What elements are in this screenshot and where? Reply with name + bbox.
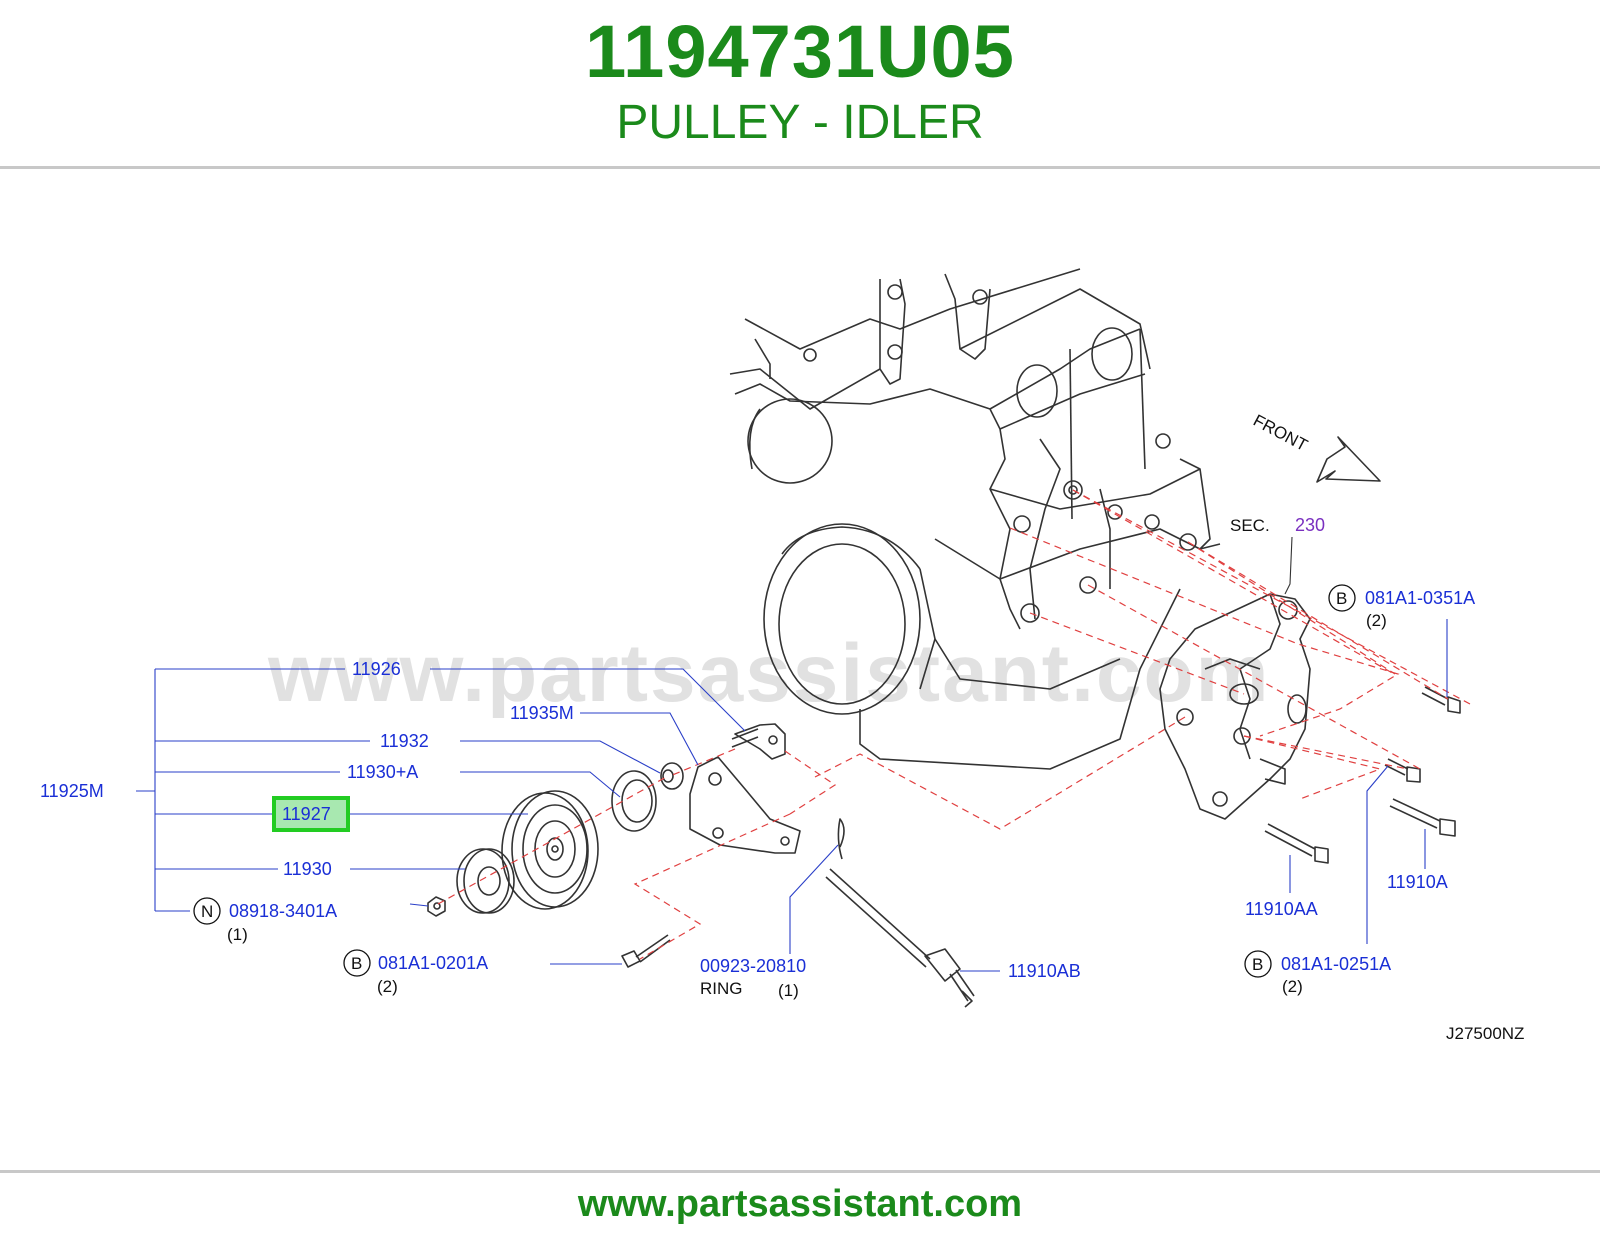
bolt-0351-quantity: (2)	[1366, 611, 1387, 630]
callout-labels: 11925M 11926 11935M 11932 11930+A 11927 …	[40, 584, 1524, 1043]
bracket-bolts-drawing	[1264, 686, 1461, 864]
leader-lines	[136, 619, 1448, 972]
highlight-box	[272, 796, 350, 832]
callout-11910ab[interactable]: 11910AB	[1008, 961, 1081, 981]
bolt-0351-marker-circle	[1328, 584, 1356, 612]
ring-quantity: (1)	[778, 981, 799, 1000]
alignment-dashes	[437, 489, 1471, 960]
bolt-0201-quantity: (2)	[377, 977, 398, 996]
part-number-title: 1194731U05	[585, 10, 1015, 93]
page-header: 1194731U05 PULLEY - IDLER	[0, 0, 1600, 168]
front-direction-indicator: FRONT	[1250, 411, 1381, 483]
callout-11932[interactable]: 11932	[380, 731, 429, 751]
callout-081a1-0251a[interactable]: 081A1-0251A	[1281, 954, 1391, 974]
bolt-0251-marker-circle	[1244, 950, 1272, 978]
nut-marker-circle	[193, 897, 221, 925]
callout-11910aa[interactable]: 11910AA	[1245, 899, 1318, 919]
callout-11935m[interactable]: 11935M	[510, 703, 574, 723]
part-name-subtitle: PULLEY - IDLER	[616, 96, 984, 149]
footer-site-link[interactable]: www.partsassistant.com	[577, 1183, 1023, 1225]
engine-block-drawing	[729, 268, 1221, 770]
section-link[interactable]: 230	[1295, 515, 1325, 535]
ring-label: RING	[700, 979, 743, 998]
bracket-drawing	[1159, 593, 1311, 820]
watermark-text: www.partsassistant.com	[267, 628, 1271, 719]
callout-11910a[interactable]: 11910A	[1387, 872, 1448, 892]
callout-11930a[interactable]: 11930+A	[347, 762, 418, 782]
header-divider	[0, 166, 1600, 169]
bolt-0251-marker: B	[1252, 955, 1263, 974]
nut-marker: N	[201, 902, 213, 921]
bolt-0351-marker: B	[1336, 589, 1347, 608]
callout-11927[interactable]: 11927	[282, 804, 331, 824]
parts-diagram: www.partsassistant.com	[40, 268, 1524, 1043]
diagram-code: J27500NZ	[1446, 1024, 1524, 1043]
bolt-0251-quantity: (2)	[1282, 977, 1303, 996]
idler-assembly-drawing	[427, 723, 975, 1008]
callout-081a1-0351a[interactable]: 081A1-0351A	[1365, 588, 1475, 608]
nut-quantity: (1)	[227, 925, 248, 944]
bolt-0201-marker: B	[351, 954, 362, 973]
bolt-0201-marker-circle	[343, 949, 371, 977]
callout-11930[interactable]: 11930	[283, 859, 332, 879]
front-label: FRONT	[1250, 411, 1311, 455]
callout-00923-20810[interactable]: 00923-20810	[700, 956, 806, 976]
callout-11925m[interactable]: 11925M	[40, 781, 104, 801]
callout-08918-3401a[interactable]: 08918-3401A	[229, 901, 337, 921]
callout-081a1-0201a[interactable]: 081A1-0201A	[378, 953, 488, 973]
front-arrow-icon	[1316, 436, 1381, 483]
section-prefix-label: SEC.	[1230, 516, 1270, 535]
callout-11926[interactable]: 11926	[352, 659, 401, 679]
footer-divider	[0, 1170, 1600, 1173]
